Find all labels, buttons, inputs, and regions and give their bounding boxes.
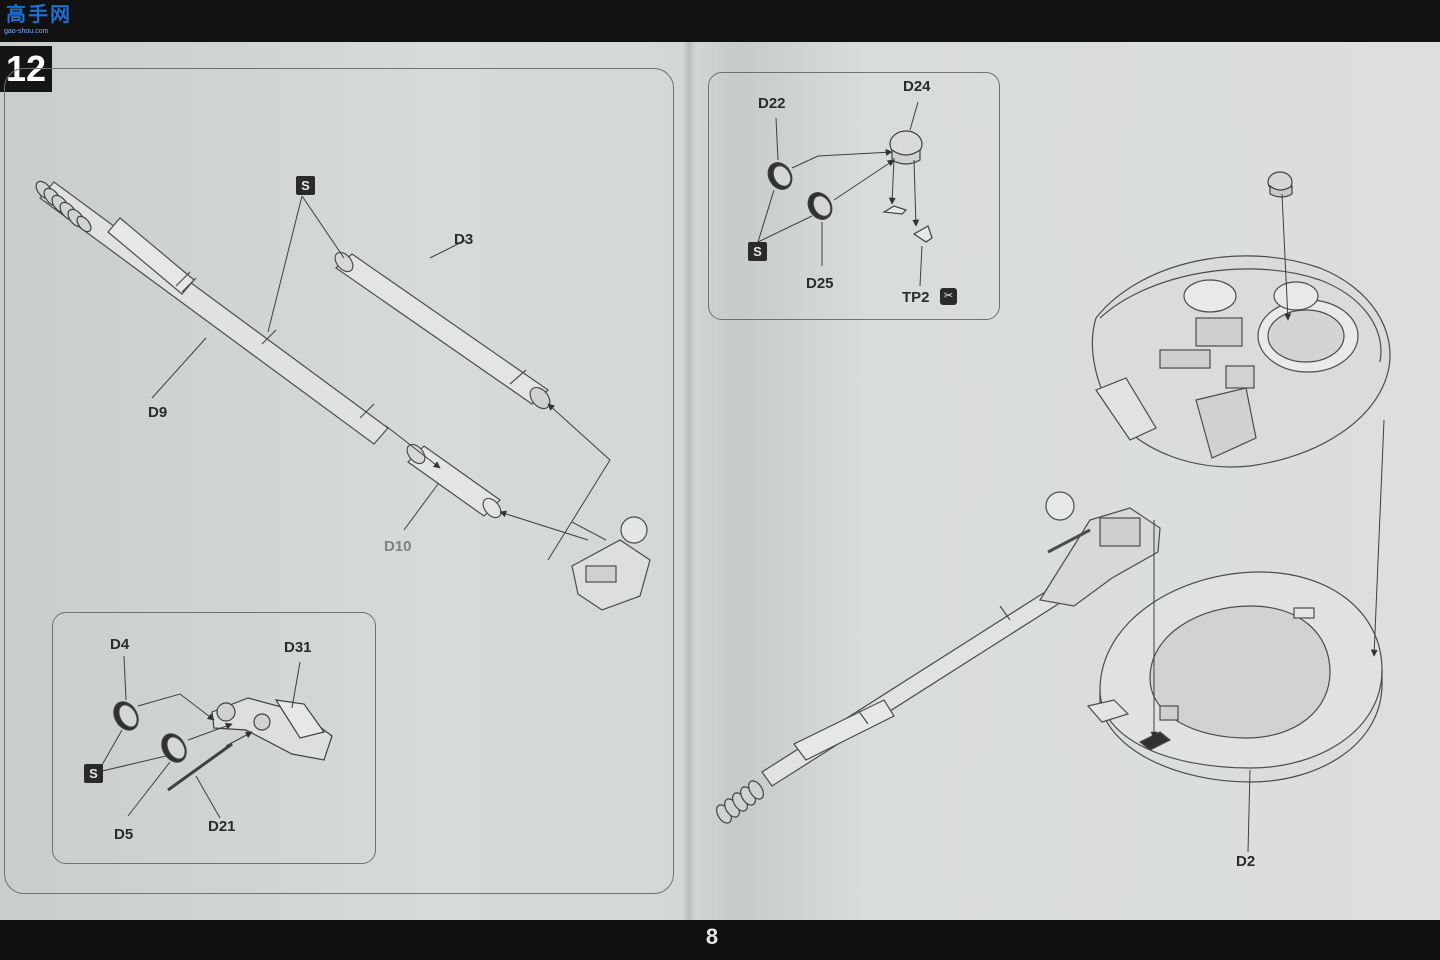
page-number: 8 — [705, 924, 719, 949]
page-spine — [682, 42, 696, 920]
pe-part-icon: ✂ — [940, 288, 957, 305]
part-label-d10: D10 — [384, 538, 412, 555]
inset-left-parts — [113, 697, 333, 792]
part-label-d3: D3 — [454, 231, 474, 248]
top-border — [0, 0, 1440, 42]
part-label-d22: D22 — [758, 95, 786, 112]
right-muzzle-brake-drawing — [716, 780, 764, 824]
cement-icon: S — [84, 764, 103, 783]
part-label-d21: D21 — [208, 818, 236, 835]
part-label-d9: D9 — [148, 404, 168, 421]
part-label-d31: D31 — [284, 639, 312, 656]
part-label-d2: D2 — [1236, 853, 1256, 870]
hatch-subassembly-inset — [708, 72, 1000, 320]
instruction-page — [0, 42, 1440, 920]
turret-top-drawing — [1091, 255, 1391, 468]
hatch-part-drawing — [1267, 171, 1293, 198]
watermark-url: gao-shou.com — [4, 28, 49, 35]
part-label-d25: D25 — [806, 275, 834, 292]
cement-icon: S — [296, 176, 315, 195]
mantlet-subassembly-inset — [52, 612, 376, 864]
inset-right-leaders — [757, 101, 923, 287]
muzzle-brake-drawing — [35, 180, 92, 233]
left-step-frame — [4, 68, 674, 894]
right-assembly-arrows — [1150, 193, 1385, 853]
part-label-d5: D5 — [114, 826, 134, 843]
barrel-d9-drawing — [39, 181, 389, 445]
part-label-d24: D24 — [903, 78, 931, 95]
part-label-d4: D4 — [110, 636, 130, 653]
bottom-border — [0, 920, 1440, 960]
part-d10-drawing — [406, 443, 502, 519]
mantlet-assembly-drawing — [571, 516, 651, 611]
tube-d3-drawing — [334, 251, 551, 410]
watermark-text: 高手网 — [6, 4, 72, 26]
inset-right-parts — [767, 130, 933, 243]
cement-icon: S — [748, 242, 767, 261]
left-leader-lines — [151, 195, 611, 561]
watermark-logo: 高手网 gao-shou.com — [0, 0, 80, 40]
part-label-tp2: TP2 — [902, 289, 930, 306]
main-gun-drawing — [761, 491, 1161, 787]
turret-ring-d2-drawing — [1086, 571, 1383, 783]
